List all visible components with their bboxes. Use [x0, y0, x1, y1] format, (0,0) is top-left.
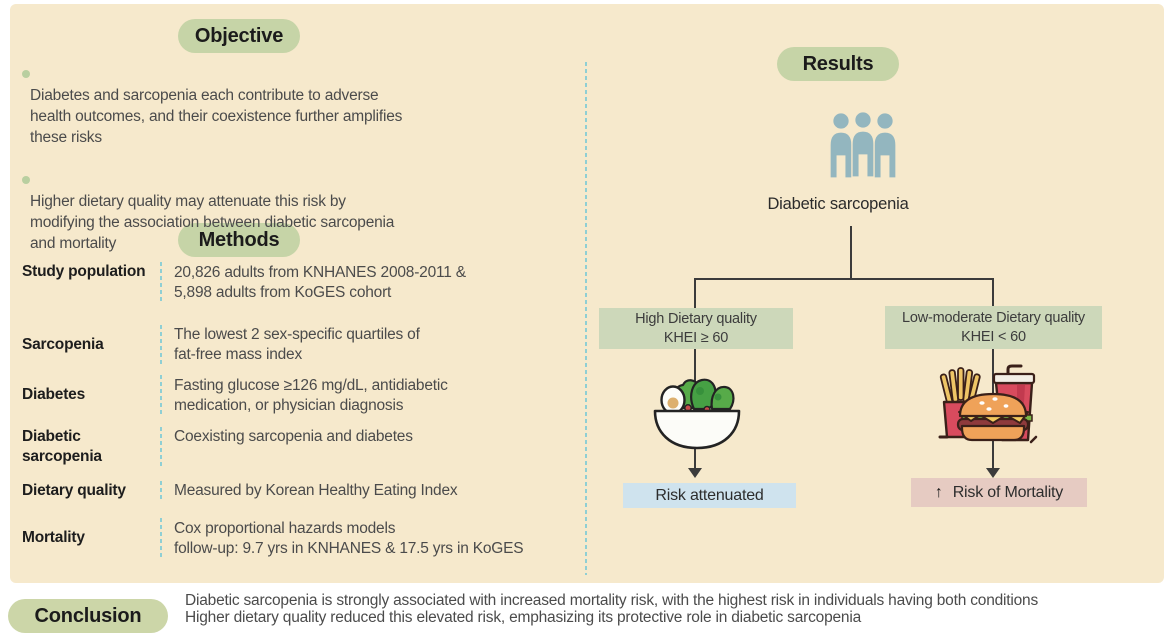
conclusion-text: Diabetic sarcopenia is strongly associat… — [185, 592, 1039, 627]
methods-row: Mortality Cox proportional hazards model… — [22, 518, 574, 559]
methods-row-label: Dietary quality — [22, 481, 126, 499]
people-icon — [829, 111, 897, 179]
diabetic-sarcopenia-label: Diabetic sarcopenia — [767, 195, 909, 213]
flow-drop-line-left — [694, 279, 696, 309]
methods-row-value: The lowest 2 sex-specific quartiles of f… — [174, 326, 420, 363]
methods-row-divider — [160, 426, 162, 467]
up-arrow-icon: ↑ — [934, 483, 943, 501]
arrow-down-icon-right — [986, 468, 1000, 478]
methods-row: Sarcopenia The lowest 2 sex-specific qua… — [22, 324, 574, 365]
arrow-down-icon-left — [688, 468, 702, 478]
methods-title: Methods — [198, 228, 280, 251]
methods-row-value: 20,826 adults from KNHANES 2008-2011 & 5… — [174, 263, 466, 301]
fast-food-icon — [938, 364, 1038, 444]
methods-row-divider — [160, 480, 162, 501]
methods-row-value: Measured by Korean Healthy Eating Index — [174, 482, 458, 499]
results-pill: Results — [777, 47, 899, 81]
flow-horizontal-line — [694, 278, 994, 280]
methods-row-value: Coexisting sarcopenia and diabetes — [174, 428, 413, 445]
methods-row-value: Cox proportional hazards models follow-u… — [174, 519, 524, 557]
methods-row-value: Fasting glucose ≥126 mg/dL, antidiabetic… — [174, 376, 448, 414]
methods-table: Study population 20,826 adults from KNHA… — [22, 262, 574, 559]
methods-row: Diabetes Fasting glucose ≥126 mg/dL, ant… — [22, 375, 574, 416]
bullet-dot-icon — [22, 70, 30, 78]
methods-row-divider — [160, 324, 162, 365]
methods-row-label: Diabetic sarcopenia — [22, 427, 102, 465]
objective-bullet-item: Diabetes and sarcopenia each contribute … — [22, 64, 562, 148]
section-divider — [585, 62, 587, 575]
bullet-text: Higher dietary quality may attenuate thi… — [30, 193, 395, 252]
methods-row-divider — [160, 262, 162, 303]
bullet-text: Diabetes and sarcopenia each contribute … — [30, 87, 403, 146]
methods-row-label: Mortality — [22, 529, 85, 547]
methods-row: Study population 20,826 adults from KNHA… — [22, 262, 574, 303]
methods-row-divider — [160, 518, 162, 559]
objective-bullet-item: Higher dietary quality may attenuate thi… — [22, 170, 562, 254]
branch-box-low-dietary-quality: Low-moderate Dietary quality KHEI < 60 — [885, 306, 1102, 349]
objective-title: Objective — [194, 24, 284, 47]
objective-pill: Objective — [178, 19, 300, 53]
methods-row: Dietary quality Measured by Korean Healt… — [22, 480, 574, 501]
conclusion-pill: Conclusion — [8, 599, 168, 633]
methods-row-label: Study population — [22, 263, 146, 280]
flow-trunk-line — [850, 226, 852, 279]
methods-row-label: Sarcopenia — [22, 335, 104, 353]
methods-row: Diabetic sarcopenia Coexisting sarcopeni… — [22, 426, 574, 467]
salad-bowl-icon — [653, 378, 741, 450]
methods-row-divider — [160, 375, 162, 416]
outcome-box-risk-of-mortality: ↑ Risk of Mortality — [911, 478, 1087, 507]
outcome-text: Risk attenuated — [655, 486, 764, 504]
outcome-text: Risk of Mortality — [952, 483, 1064, 501]
bullet-dot-icon — [22, 176, 30, 184]
branch-box-high-dietary-quality: High Dietary quality KHEI ≥ 60 — [599, 308, 793, 349]
methods-pill: Methods — [178, 223, 300, 257]
conclusion-title: Conclusion — [34, 604, 142, 627]
results-title: Results — [802, 52, 874, 75]
methods-row-label: Diabetes — [22, 386, 86, 404]
objective-bullet-list: Diabetes and sarcopenia each contribute … — [22, 64, 562, 276]
flow-drop-line-right — [992, 279, 994, 309]
outcome-box-risk-attenuated: Risk attenuated — [623, 483, 796, 508]
